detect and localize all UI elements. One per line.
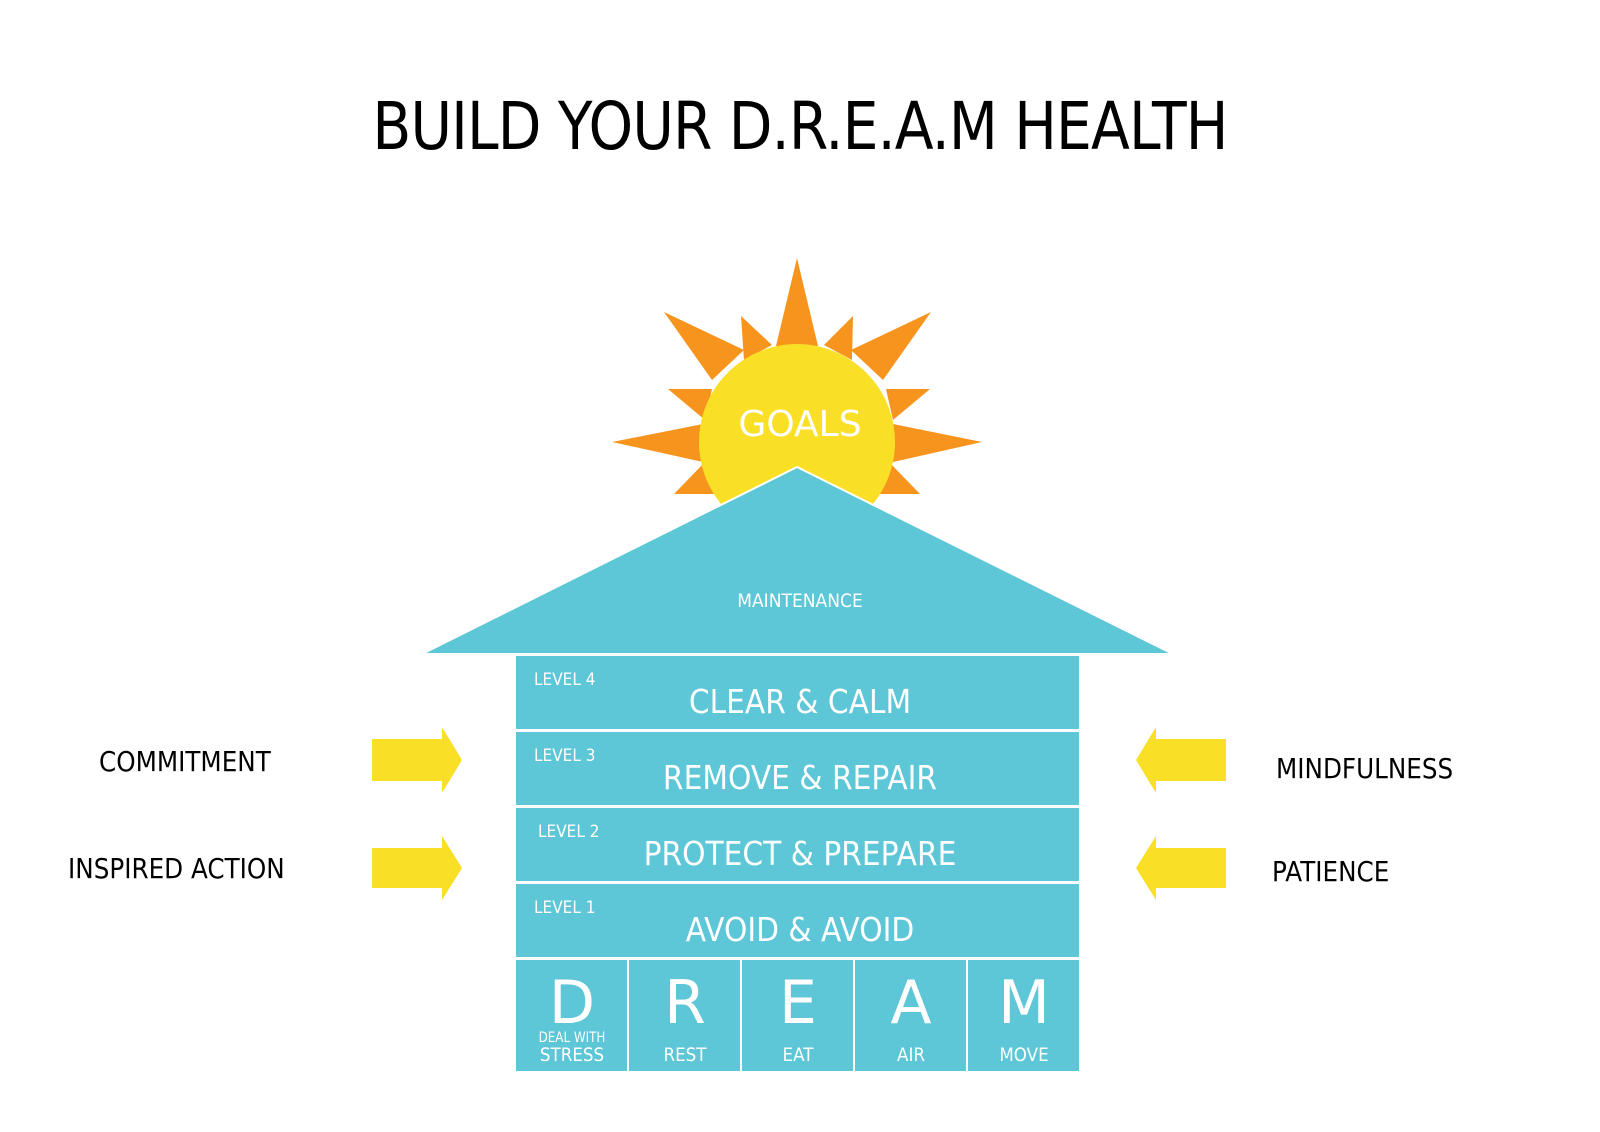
sun-ray [776,258,818,346]
level-4-block [516,656,1079,729]
left-force-label: INSPIRED ACTION [68,852,285,885]
arrow-right-icon [372,836,462,900]
foundation-letter: E [779,968,817,1038]
foundation-label: REST [663,1044,707,1066]
sun-ray [893,424,982,462]
level-1-block [516,884,1079,957]
roof-label: MAINTENANCE [737,590,863,612]
level-name: CLEAR & CALM [688,682,912,721]
right-force-label: MINDFULNESS [1276,752,1454,785]
foundation-cell [968,960,1079,1071]
foundation-e: E EAT [744,963,852,1073]
page-title: BUILD YOUR D.R.E.A.M HEALTH [372,88,1228,165]
level-number: LEVEL 3 [534,746,596,766]
foundation-label: AIR [897,1044,925,1066]
level-3-block [516,732,1079,805]
foundation-label: STRESS [539,1044,605,1066]
level-name: PROTECT & PREPARE [643,834,957,873]
arrow-left-icon [1136,836,1226,900]
foundation-letter: R [664,968,706,1038]
level-number: LEVEL 4 [534,670,596,690]
foundation-d: D DEAL WITH STRESS [518,963,626,1073]
foundation-a: A AIR [857,963,965,1073]
sun-ray [668,389,712,420]
level-name: REMOVE & REPAIR [662,758,938,797]
foundation-letter: D [548,968,596,1038]
foundation-letter: M [998,968,1050,1038]
roof [421,465,1174,655]
level-number: LEVEL 1 [534,898,596,918]
right-force-label: PATIENCE [1272,855,1390,888]
foundation-label: EAT [782,1044,814,1066]
sun-ray [664,312,744,380]
level-name: AVOID & AVOID [685,910,915,949]
foundation-cell [855,960,966,1071]
foundation-cell [742,960,853,1071]
arrow-left-icon [1136,727,1226,793]
foundation-cell [629,960,740,1071]
sun-label: GOALS [738,404,862,445]
foundation-cell [516,960,627,1071]
level-2-block [516,808,1079,881]
sun-ray [741,316,772,360]
sun-ray [612,424,703,462]
foundation-label: DEAL WITH [538,1030,606,1046]
left-force-label: COMMITMENT [99,745,271,778]
foundation-m: M MOVE [970,963,1078,1073]
arrow-right-icon [372,727,462,793]
sun-ray [886,389,930,420]
foundation-r: R REST [631,963,739,1073]
sun-ray [851,312,931,380]
foundation-letter: A [890,968,932,1038]
foundation-label: MOVE [999,1044,1049,1066]
sun-ray [824,316,853,360]
level-number: LEVEL 2 [538,822,600,842]
